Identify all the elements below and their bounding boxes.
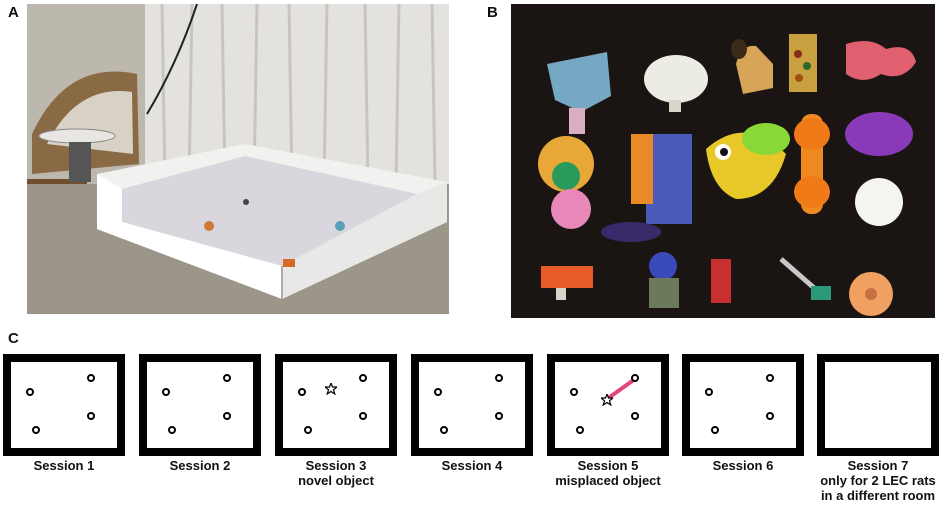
arena-box bbox=[3, 354, 125, 456]
object-marker bbox=[766, 412, 774, 420]
session-subtitle-2: in a different room bbox=[820, 488, 936, 503]
object-marker bbox=[304, 426, 312, 434]
panel-label-c: C bbox=[8, 330, 19, 347]
object-marker bbox=[87, 374, 95, 382]
misplaced-path-line bbox=[605, 377, 637, 401]
object-marker bbox=[766, 374, 774, 382]
session-caption: Session 2 bbox=[129, 458, 271, 473]
session-title: Session 4 bbox=[441, 458, 503, 473]
session-title: Session 2 bbox=[169, 458, 231, 473]
arena-box bbox=[275, 354, 397, 456]
object-marker bbox=[32, 426, 40, 434]
arena-box bbox=[411, 354, 533, 456]
objects-photo bbox=[511, 4, 935, 318]
object-marker bbox=[298, 388, 306, 396]
object-marker bbox=[359, 412, 367, 420]
session-subtitle: only for 2 LEC rats bbox=[820, 473, 936, 488]
arena-photo bbox=[27, 4, 449, 314]
session-title: Session 3 bbox=[305, 458, 367, 473]
session-caption: Session 4 bbox=[401, 458, 543, 473]
object-marker bbox=[705, 388, 713, 396]
object-marker bbox=[168, 426, 176, 434]
misplaced-object-icon bbox=[601, 394, 613, 406]
novel-object-icon bbox=[325, 383, 337, 395]
object-marker bbox=[162, 388, 170, 396]
session-caption: Session 3 novel object bbox=[265, 458, 407, 488]
object-marker bbox=[359, 374, 367, 382]
object-marker bbox=[223, 374, 231, 382]
panel-label-a: A bbox=[8, 4, 19, 21]
session-subtitle: misplaced object bbox=[555, 473, 661, 488]
arena-box bbox=[682, 354, 804, 456]
session-title: Session 6 bbox=[712, 458, 774, 473]
object-marker bbox=[631, 412, 639, 420]
object-marker bbox=[576, 426, 584, 434]
object-marker bbox=[223, 412, 231, 420]
session-caption: Session 1 bbox=[0, 458, 135, 473]
arena-box bbox=[547, 354, 669, 456]
object-marker bbox=[26, 388, 34, 396]
session-caption: Session 5 misplaced object bbox=[537, 458, 679, 488]
object-marker bbox=[631, 374, 639, 382]
session-caption: Session 6 bbox=[672, 458, 814, 473]
session-title: Session 5 bbox=[577, 458, 639, 473]
object-marker bbox=[711, 426, 719, 434]
object-marker bbox=[495, 374, 503, 382]
session-title: Session 1 bbox=[33, 458, 95, 473]
object-marker bbox=[440, 426, 448, 434]
object-marker bbox=[495, 412, 503, 420]
panel-label-b: B bbox=[487, 4, 498, 21]
object-marker bbox=[570, 388, 578, 396]
object-marker bbox=[87, 412, 95, 420]
session-title: Session 7 bbox=[847, 458, 909, 473]
session-subtitle: novel object bbox=[298, 473, 374, 488]
object-marker bbox=[434, 388, 442, 396]
arena-box-empty bbox=[817, 354, 939, 456]
arena-box bbox=[139, 354, 261, 456]
session-caption: Session 7 only for 2 LEC rats in a diffe… bbox=[807, 458, 945, 503]
